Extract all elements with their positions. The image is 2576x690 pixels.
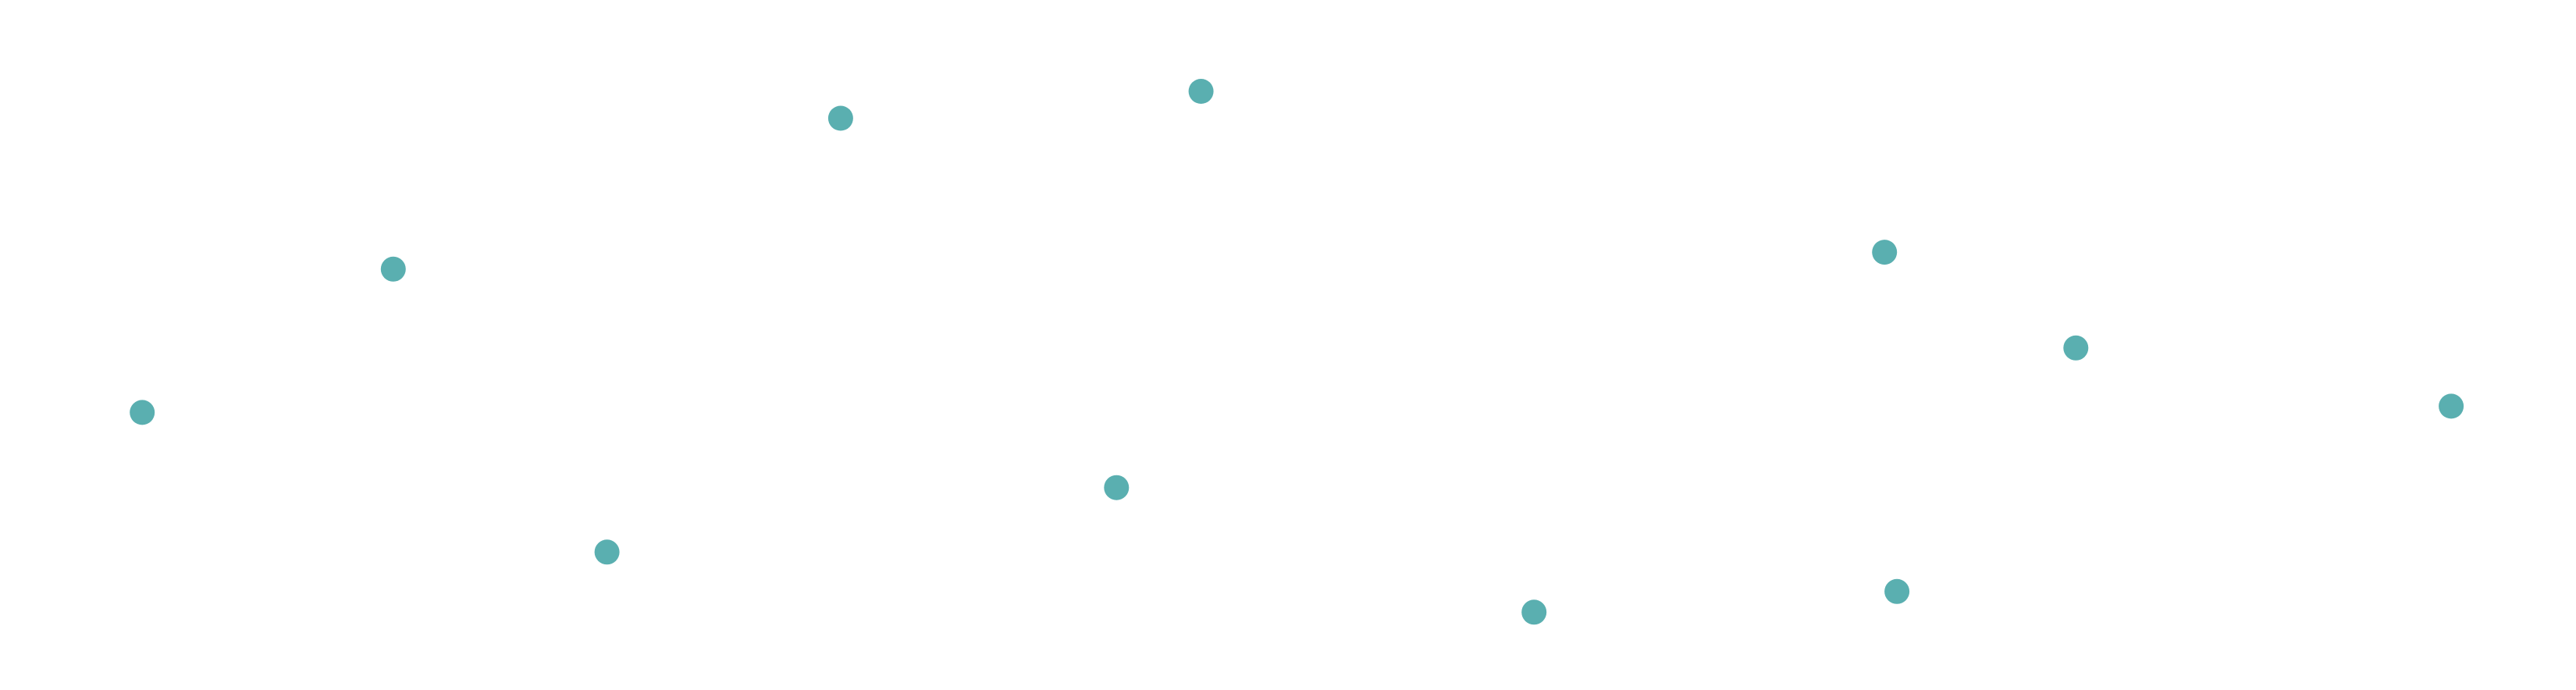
scatter-point-4 [827, 105, 853, 131]
scatter-point-7 [1521, 599, 1547, 625]
scatter-point-5 [1104, 475, 1130, 500]
scatter-points [130, 79, 2464, 625]
scatter-point-6 [1188, 79, 1214, 104]
scatter-point-10 [2063, 335, 2089, 361]
scatter-point-1 [130, 400, 155, 425]
scatter-point-8 [1872, 240, 1898, 265]
scatter-point-11 [2439, 393, 2464, 419]
scatter-point-2 [380, 256, 406, 282]
scatter-point-9 [1884, 578, 1910, 604]
scatter-point-3 [594, 539, 620, 565]
